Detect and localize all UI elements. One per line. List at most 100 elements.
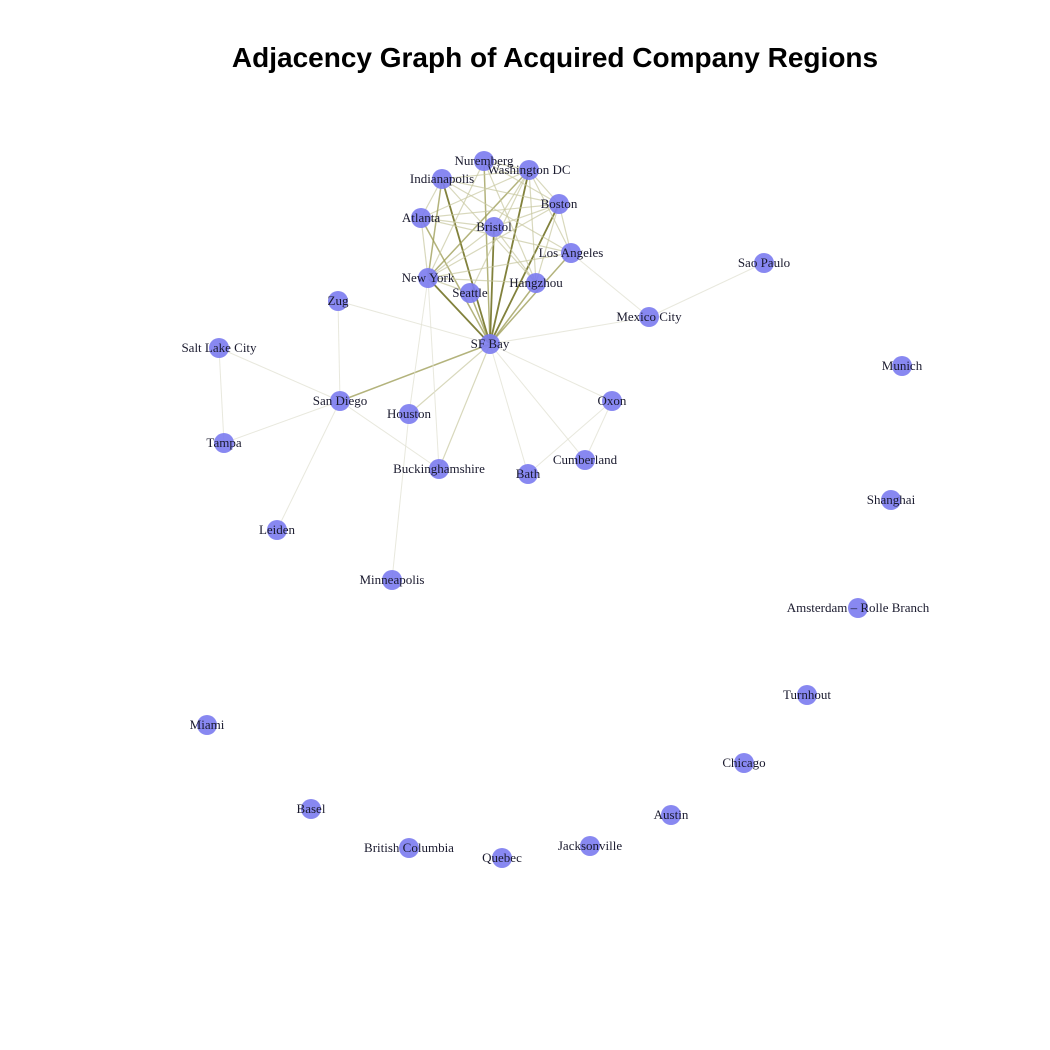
edge-boston-newyork — [427, 203, 560, 279]
node-circle[interactable] — [382, 570, 402, 590]
edge-washington-hangzhou — [528, 169, 537, 284]
node-houston[interactable]: Houston — [387, 404, 432, 424]
node-circle[interactable] — [411, 208, 431, 228]
node-zug[interactable]: Zug — [328, 291, 349, 311]
edge-sfbay-atlanta — [420, 217, 491, 345]
edge-nuremberg-hangzhou — [483, 160, 537, 284]
node-seattle[interactable]: Seattle — [452, 283, 488, 303]
node-losangeles[interactable]: Los Angeles — [539, 243, 604, 263]
node-shanghai[interactable]: Shanghai — [867, 490, 916, 510]
node-circle[interactable] — [892, 356, 912, 376]
node-atlanta[interactable]: Atlanta — [402, 208, 440, 228]
node-circle[interactable] — [561, 243, 581, 263]
node-circle[interactable] — [429, 459, 449, 479]
node-tampa[interactable]: Tampa — [206, 433, 242, 453]
node-circle[interactable] — [328, 291, 348, 311]
node-circle[interactable] — [639, 307, 659, 327]
edge-sfbay-zug — [337, 300, 491, 345]
node-label: Los Angeles — [539, 245, 604, 260]
edge-saltlake-tampa — [218, 347, 225, 444]
node-circle[interactable] — [881, 490, 901, 510]
edge-newyork-hangzhou — [427, 277, 537, 284]
node-circle[interactable] — [526, 273, 546, 293]
node-bath[interactable]: Bath — [516, 464, 541, 484]
node-circle[interactable] — [399, 838, 419, 858]
node-turnhout[interactable]: Turnhout — [783, 685, 831, 705]
node-label: Salt Lake City — [181, 340, 257, 355]
node-cumberland[interactable]: Cumberland — [553, 450, 618, 470]
node-label: San Diego — [313, 393, 368, 408]
node-circle[interactable] — [519, 160, 539, 180]
node-saltlake[interactable]: Salt Lake City — [181, 338, 257, 358]
edge-washington-newyork — [427, 169, 530, 279]
node-circle[interactable] — [267, 520, 287, 540]
edge-washington-atlanta — [420, 169, 530, 219]
node-circle[interactable] — [214, 433, 234, 453]
node-circle[interactable] — [549, 194, 569, 214]
node-label: New York — [402, 270, 455, 285]
node-circle[interactable] — [474, 151, 494, 171]
node-label: Bristol — [476, 219, 512, 234]
edge-bristol-newyork — [427, 226, 495, 279]
node-newyork[interactable]: New York — [402, 268, 455, 288]
node-hangzhou[interactable]: Hangzhou — [509, 273, 563, 293]
node-oxon[interactable]: Oxon — [598, 391, 627, 411]
node-basel[interactable]: Basel — [297, 799, 326, 819]
node-circle[interactable] — [197, 715, 217, 735]
node-circle[interactable] — [518, 464, 538, 484]
node-circle[interactable] — [734, 753, 754, 773]
node-label: Austin — [654, 807, 689, 822]
edge-washington-losangeles — [528, 169, 572, 254]
node-circle[interactable] — [797, 685, 817, 705]
node-circle[interactable] — [301, 799, 321, 819]
node-label: Chicago — [722, 755, 765, 770]
node-quebec[interactable]: Quebec — [482, 848, 522, 868]
edge-sfbay-indianapolis — [441, 178, 491, 345]
node-saopaulo[interactable]: Sao Paulo — [738, 253, 790, 273]
edge-mexicocity-saopaulo — [648, 262, 765, 318]
node-label: Basel — [297, 801, 326, 816]
node-circle[interactable] — [484, 217, 504, 237]
node-bristol[interactable]: Bristol — [476, 217, 512, 237]
node-amsterdam[interactable]: Amsterdam – Rolle Branch — [787, 598, 930, 618]
node-circle[interactable] — [480, 334, 500, 354]
edge-zug-sandiego — [337, 300, 341, 402]
node-circle[interactable] — [661, 805, 681, 825]
node-washington[interactable]: Washington DC — [487, 160, 571, 180]
node-sfbay[interactable]: SF Bay — [471, 334, 510, 354]
node-circle[interactable] — [575, 450, 595, 470]
node-britishcolumbia[interactable]: British Columbia — [364, 838, 454, 858]
edge-sfbay-houston — [408, 343, 491, 415]
node-circle[interactable] — [602, 391, 622, 411]
node-circle[interactable] — [418, 268, 438, 288]
node-circle[interactable] — [209, 338, 229, 358]
node-chicago[interactable]: Chicago — [722, 753, 766, 773]
edge-sfbay-mexicocity — [489, 316, 650, 345]
node-circle[interactable] — [580, 836, 600, 856]
node-circle[interactable] — [460, 283, 480, 303]
edge-nuremberg-newyork — [427, 160, 485, 279]
node-circle[interactable] — [330, 391, 350, 411]
edge-boston-hangzhou — [535, 203, 560, 284]
node-circle[interactable] — [492, 848, 512, 868]
node-mexicocity[interactable]: Mexico City — [616, 307, 682, 327]
node-circle[interactable] — [754, 253, 774, 273]
node-nuremberg[interactable]: Nuremberg — [455, 151, 514, 171]
node-circle[interactable] — [399, 404, 419, 424]
node-label: Hangzhou — [509, 275, 563, 290]
edge-boston-bristol — [493, 203, 560, 228]
edge-sandiego-leiden — [276, 400, 341, 531]
node-circle[interactable] — [848, 598, 868, 618]
node-austin[interactable]: Austin — [654, 805, 689, 825]
node-circle[interactable] — [432, 169, 452, 189]
node-buckinghamshire[interactable]: Buckinghamshire — [393, 459, 485, 479]
node-boston[interactable]: Boston — [541, 194, 578, 214]
node-label: Nuremberg — [455, 153, 514, 168]
node-leiden[interactable]: Leiden — [259, 520, 296, 540]
node-indianapolis[interactable]: Indianapolis — [410, 169, 474, 189]
node-minneapolis[interactable]: Minneapolis — [360, 570, 425, 590]
node-jacksonville[interactable]: Jacksonville — [558, 836, 622, 856]
node-munich[interactable]: Munich — [882, 356, 923, 376]
node-sandiego[interactable]: San Diego — [313, 391, 368, 411]
node-miami[interactable]: Miami — [190, 715, 225, 735]
